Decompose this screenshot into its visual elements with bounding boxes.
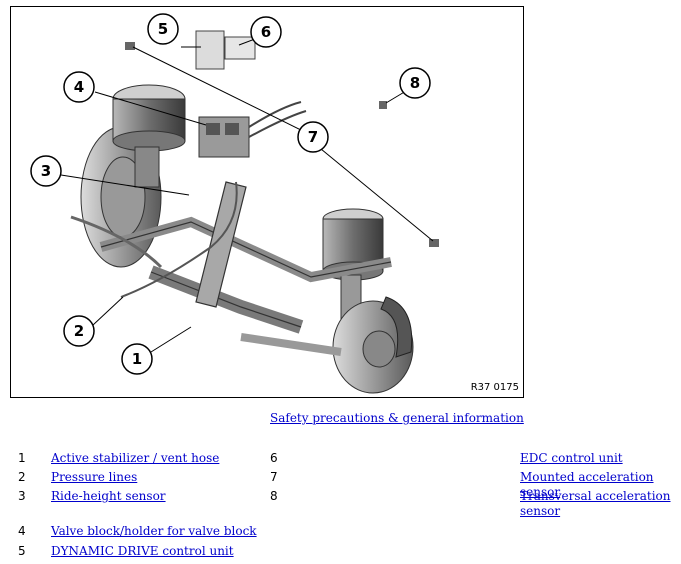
legend-number-7: 7 — [270, 470, 278, 484]
sensor-7a-drawing — [125, 42, 135, 50]
svg-text:6: 6 — [261, 23, 271, 41]
legend-number-2: 2 — [18, 470, 26, 484]
legend-link-mounted-acceleration-sensor[interactable]: Mounted acceleration sensor — [520, 470, 654, 499]
legend-link-dynamic-drive[interactable]: DYNAMIC DRIVE control unit — [51, 544, 234, 558]
suspension-drawing: 5 6 4 8 7 3 2 1 — [30, 13, 439, 394]
suspension-diagram: 5 6 4 8 7 3 2 1 R37 0175 — [10, 6, 524, 398]
callout-3: 3 — [30, 155, 62, 187]
safety-precautions-link[interactable]: Safety precautions & general information — [270, 411, 524, 425]
legend-link-valve-block[interactable]: Valve block/holder for valve block — [51, 524, 257, 538]
legend-number-4: 4 — [18, 524, 26, 538]
legend-link-ride-height-sensor[interactable]: Ride-height sensor — [51, 489, 166, 503]
svg-text:3: 3 — [41, 162, 51, 180]
callout-7: 7 — [297, 121, 329, 153]
svg-text:4: 4 — [74, 78, 84, 96]
legend-link-edc-control-unit[interactable]: EDC control unit — [520, 451, 623, 465]
callout-5: 5 — [147, 13, 179, 45]
sensor-8-drawing — [379, 101, 387, 109]
figure-reference-code: R37 0175 — [470, 382, 519, 393]
pressure-lines-drawing — [120, 181, 238, 298]
legend-number-6: 6 — [270, 451, 278, 465]
legend-link-transversal-acceleration-sensor[interactable]: Transversal acceleration sensor — [520, 489, 671, 518]
callout-8: 8 — [399, 67, 431, 99]
svg-text:8: 8 — [410, 74, 420, 92]
callout-2: 2 — [63, 315, 95, 347]
right-brake-disc-drawing — [332, 296, 414, 394]
control-unit-6-drawing — [224, 36, 256, 60]
legend-link-pressure-lines[interactable]: Pressure lines — [51, 470, 138, 484]
svg-text:1: 1 — [132, 350, 142, 368]
legend-number-8: 8 — [270, 489, 278, 503]
callout-1: 1 — [121, 343, 153, 375]
svg-text:5: 5 — [158, 20, 168, 38]
left-air-spring-drawing — [112, 84, 186, 188]
legend-number-3: 3 — [18, 489, 26, 503]
svg-text:2: 2 — [74, 322, 84, 340]
svg-text:7: 7 — [308, 128, 318, 146]
callout-4: 4 — [63, 71, 95, 103]
control-unit-5-drawing — [195, 30, 225, 70]
valve-block-drawing — [198, 101, 307, 158]
legend-number-1: 1 — [18, 451, 26, 465]
callout-6: 6 — [250, 16, 282, 48]
leader-lines — [60, 38, 434, 353]
legend-link-active-stabilizer[interactable]: Active stabilizer / vent hose — [51, 451, 220, 465]
sensor-7b-drawing — [429, 239, 439, 247]
legend-number-5: 5 — [18, 544, 26, 558]
